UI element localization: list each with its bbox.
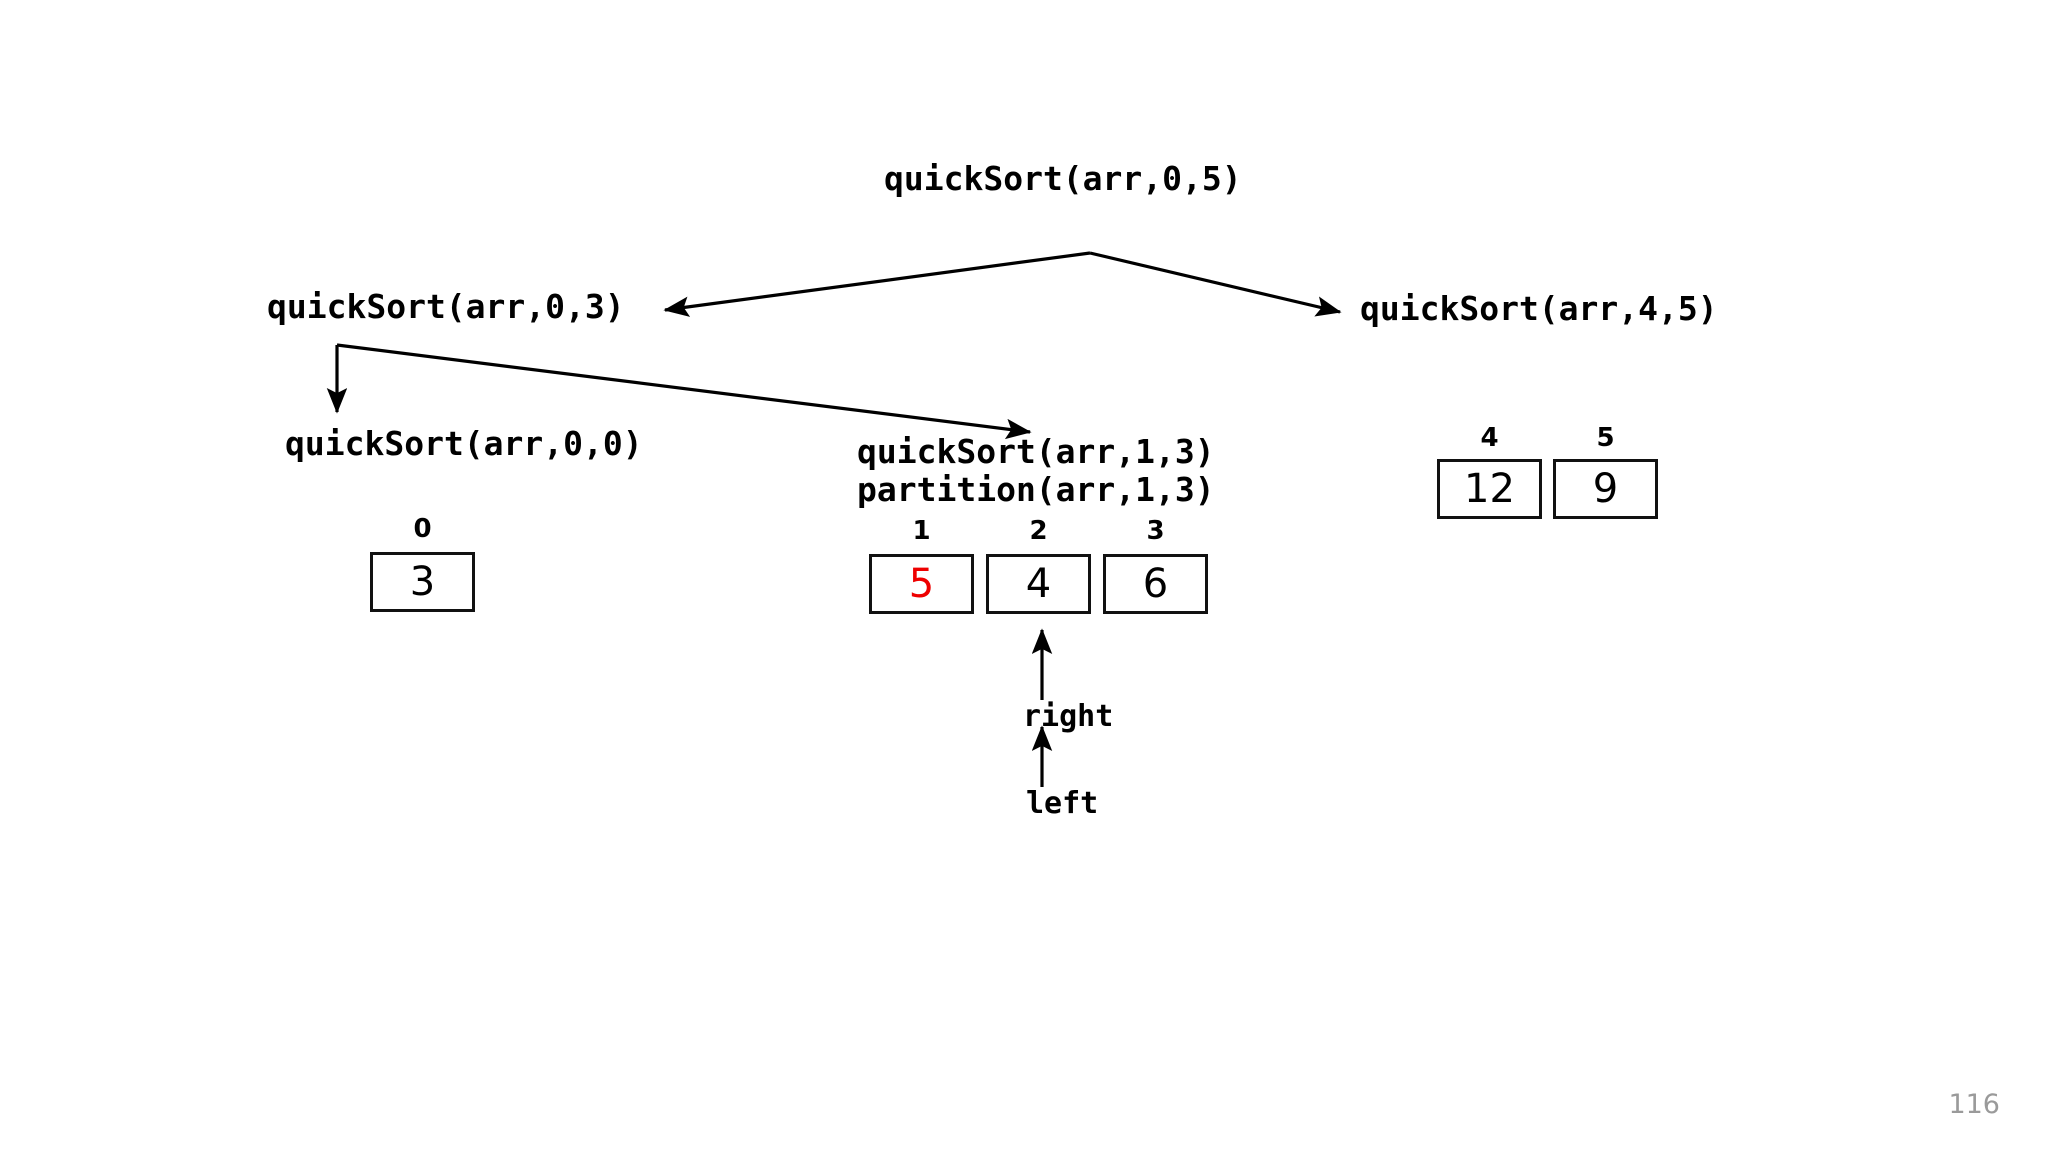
array-cell-0: 3 — [370, 552, 475, 612]
array-index-label-2: 2 — [1029, 516, 1048, 546]
tree-node-quicksort-0-3: quickSort(arr,0,3) — [267, 287, 625, 326]
page-number: 116 — [1948, 1089, 2000, 1120]
array-index-label-1: 1 — [912, 516, 931, 546]
array-index-label-4: 4 — [1480, 423, 1499, 453]
array-index-label-3: 3 — [1146, 516, 1165, 546]
edge-root-to-left — [663, 251, 1091, 317]
array-cell-3: 6 — [1103, 554, 1208, 614]
tree-node-root: quickSort(arr,0,5) — [884, 159, 1242, 198]
tree-node-partition-1-3: partition(arr,1,3) — [857, 470, 1215, 509]
array-cell-1: 5 — [869, 554, 974, 614]
edge-left-to-child-1-3 — [336, 343, 1032, 440]
tree-node-quicksort-1-3: quickSort(arr,1,3) — [857, 432, 1215, 471]
array-cell-4: 12 — [1437, 459, 1542, 519]
array-index-label-5: 5 — [1596, 423, 1615, 453]
array-index-label-0: 0 — [413, 514, 432, 544]
tree-node-quicksort-4-5: quickSort(arr,4,5) — [1360, 289, 1718, 328]
array-cell-5: 9 — [1553, 459, 1658, 519]
edge-root-to-right — [1089, 251, 1342, 317]
pointer-label-left: left — [1026, 786, 1099, 821]
pointer-label-right: right — [1023, 699, 1114, 734]
tree-node-quicksort-0-0: quickSort(arr,0,0) — [285, 424, 643, 463]
array-cell-2: 4 — [986, 554, 1091, 614]
